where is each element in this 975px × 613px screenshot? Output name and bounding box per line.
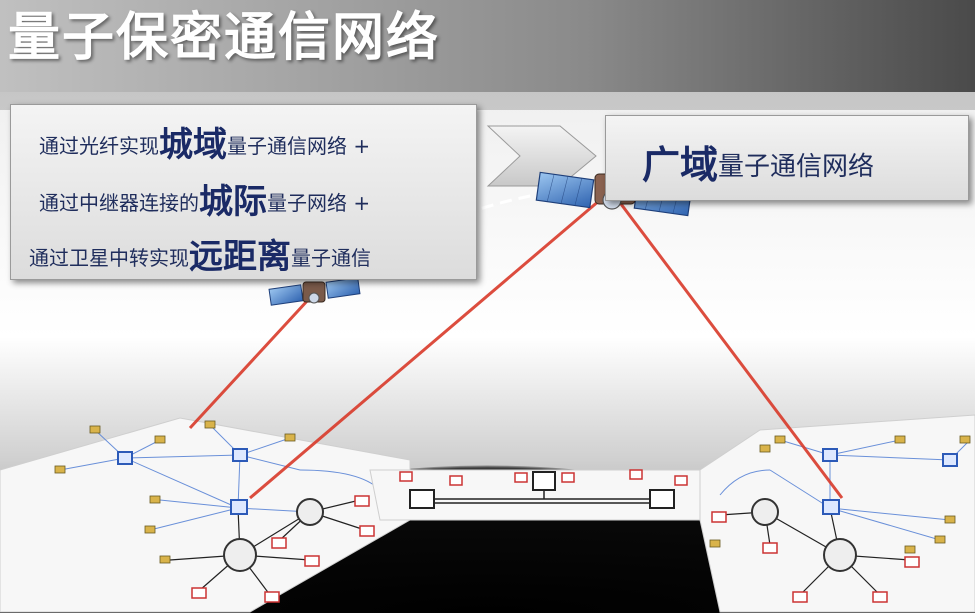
- long-distance-prefix: 通过卫星中转实现: [29, 246, 189, 270]
- satellite-small-icon: [268, 277, 361, 306]
- wide-area-highlight: 广域: [642, 143, 719, 187]
- wide-area-line: 广域量子通信网络: [642, 134, 874, 189]
- ground-network-right: [699, 414, 975, 613]
- intercity-suffix: 量子网络 +: [267, 191, 371, 215]
- ground-network-center: [369, 469, 721, 521]
- laser-link-left-satellite: [188, 298, 310, 430]
- laser-link-left-ground: [249, 198, 601, 500]
- metro-highlight: 城域: [159, 125, 227, 165]
- ground-network-left: [0, 417, 421, 613]
- long-distance-line: 通过卫星中转实现远距离量子通信: [29, 229, 371, 278]
- metro-suffix: 量子通信网络 +: [227, 134, 371, 158]
- metro-prefix: 通过光纤实现: [39, 134, 159, 158]
- laser-links: [188, 198, 844, 500]
- intercity-prefix: 通过中继器连接的: [39, 191, 199, 215]
- page-title: 量子保密通信网络: [8, 8, 441, 68]
- long-distance-highlight: 远距离: [189, 237, 291, 277]
- wide-area-suffix: 量子通信网络: [718, 152, 875, 182]
- metro-network-line: 通过光纤实现城域量子通信网络 +: [39, 117, 370, 166]
- title-bar: [0, 0, 975, 92]
- laser-link-right-ground: [616, 199, 844, 499]
- intercity-highlight: 城际: [199, 182, 267, 222]
- wide-area-box: 广域量子通信网络: [605, 115, 969, 201]
- long-distance-suffix: 量子通信: [291, 246, 371, 270]
- intercity-network-line: 通过中继器连接的城际量子网络 +: [39, 174, 370, 223]
- network-types-box: 通过光纤实现城域量子通信网络 + 通过中继器连接的城际量子网络 + 通过卫星中转…: [10, 104, 477, 280]
